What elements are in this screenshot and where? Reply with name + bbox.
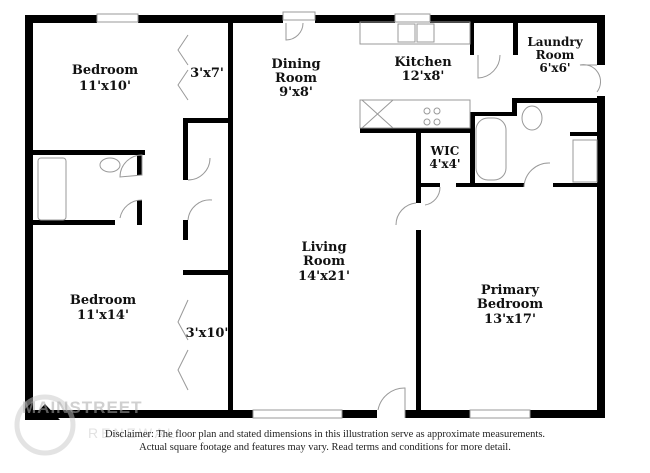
kitchen-counter (359, 21, 471, 45)
window (282, 11, 316, 21)
door[interactable] (119, 154, 143, 178)
room-labels: Bedroom 11'x10' 3'x7' Dining Room 9'x8' … (70, 35, 584, 341)
laundry-name2: Room (536, 48, 575, 62)
vanity-sink-icon (572, 139, 598, 183)
living-name2: Room (303, 254, 345, 269)
closet1-size: 3'x7' (190, 66, 224, 81)
toilet-icon (521, 105, 543, 131)
disclaimer-line-1: Disclaimer: The floor plan and stated di… (104, 429, 546, 440)
logo-mark-icon (14, 394, 76, 456)
bedroom1-size: 11'x10' (79, 79, 131, 94)
kitchen-size: 12'x8' (402, 69, 445, 84)
door[interactable] (579, 64, 601, 93)
bedroom1-name: Bedroom (72, 63, 139, 78)
dining-name1: Dining (271, 57, 320, 72)
window (469, 409, 531, 419)
bedroom2-size: 11'x14' (77, 308, 129, 323)
window (96, 13, 139, 23)
dining-name2: Room (275, 71, 317, 86)
wic-name: WIC (430, 144, 460, 158)
door[interactable] (395, 202, 417, 226)
toilet-icon (99, 157, 121, 173)
door[interactable] (377, 387, 406, 418)
logo-roof-icon (30, 404, 60, 420)
dining-size: 9'x8' (279, 85, 313, 100)
laundry-name1: Laundry (527, 35, 583, 49)
door[interactable] (119, 199, 143, 219)
window (252, 409, 343, 419)
stove-icon (423, 107, 441, 126)
logo-text: MAINSTREET (22, 398, 143, 417)
window (394, 13, 431, 23)
primary-name1: Primary (481, 283, 540, 298)
sink (416, 23, 435, 43)
living-name1: Living (301, 240, 346, 255)
primary-size: 13'x17' (484, 312, 536, 327)
sink (397, 23, 416, 43)
door[interactable] (285, 22, 304, 41)
door[interactable] (477, 54, 501, 79)
bathtub-icon (475, 117, 507, 181)
laundry-size: 6'x6' (539, 61, 570, 75)
closet2-size: 3'x10' (186, 326, 229, 341)
kitchen-counter (359, 99, 471, 129)
door[interactable] (187, 199, 213, 221)
range-hood-icon (361, 99, 394, 129)
disclaimer-line-2: Actual square footage and features may v… (139, 442, 511, 453)
primary-name2: Bedroom (477, 297, 544, 312)
living-size: 14'x21' (298, 269, 350, 284)
bedroom2-name: Bedroom (70, 293, 137, 308)
fixtures (37, 11, 601, 419)
kitchen-name: Kitchen (394, 55, 452, 70)
door[interactable] (424, 186, 441, 206)
bathtub-icon (37, 157, 67, 221)
bifold-door[interactable] (177, 299, 189, 391)
door[interactable] (523, 162, 551, 188)
bifold-door[interactable] (177, 34, 189, 101)
walls (25, 15, 605, 420)
wic-size: 4'x4' (429, 157, 460, 171)
door[interactable] (187, 157, 211, 181)
logo-subtext: RENEWAL (88, 425, 178, 441)
